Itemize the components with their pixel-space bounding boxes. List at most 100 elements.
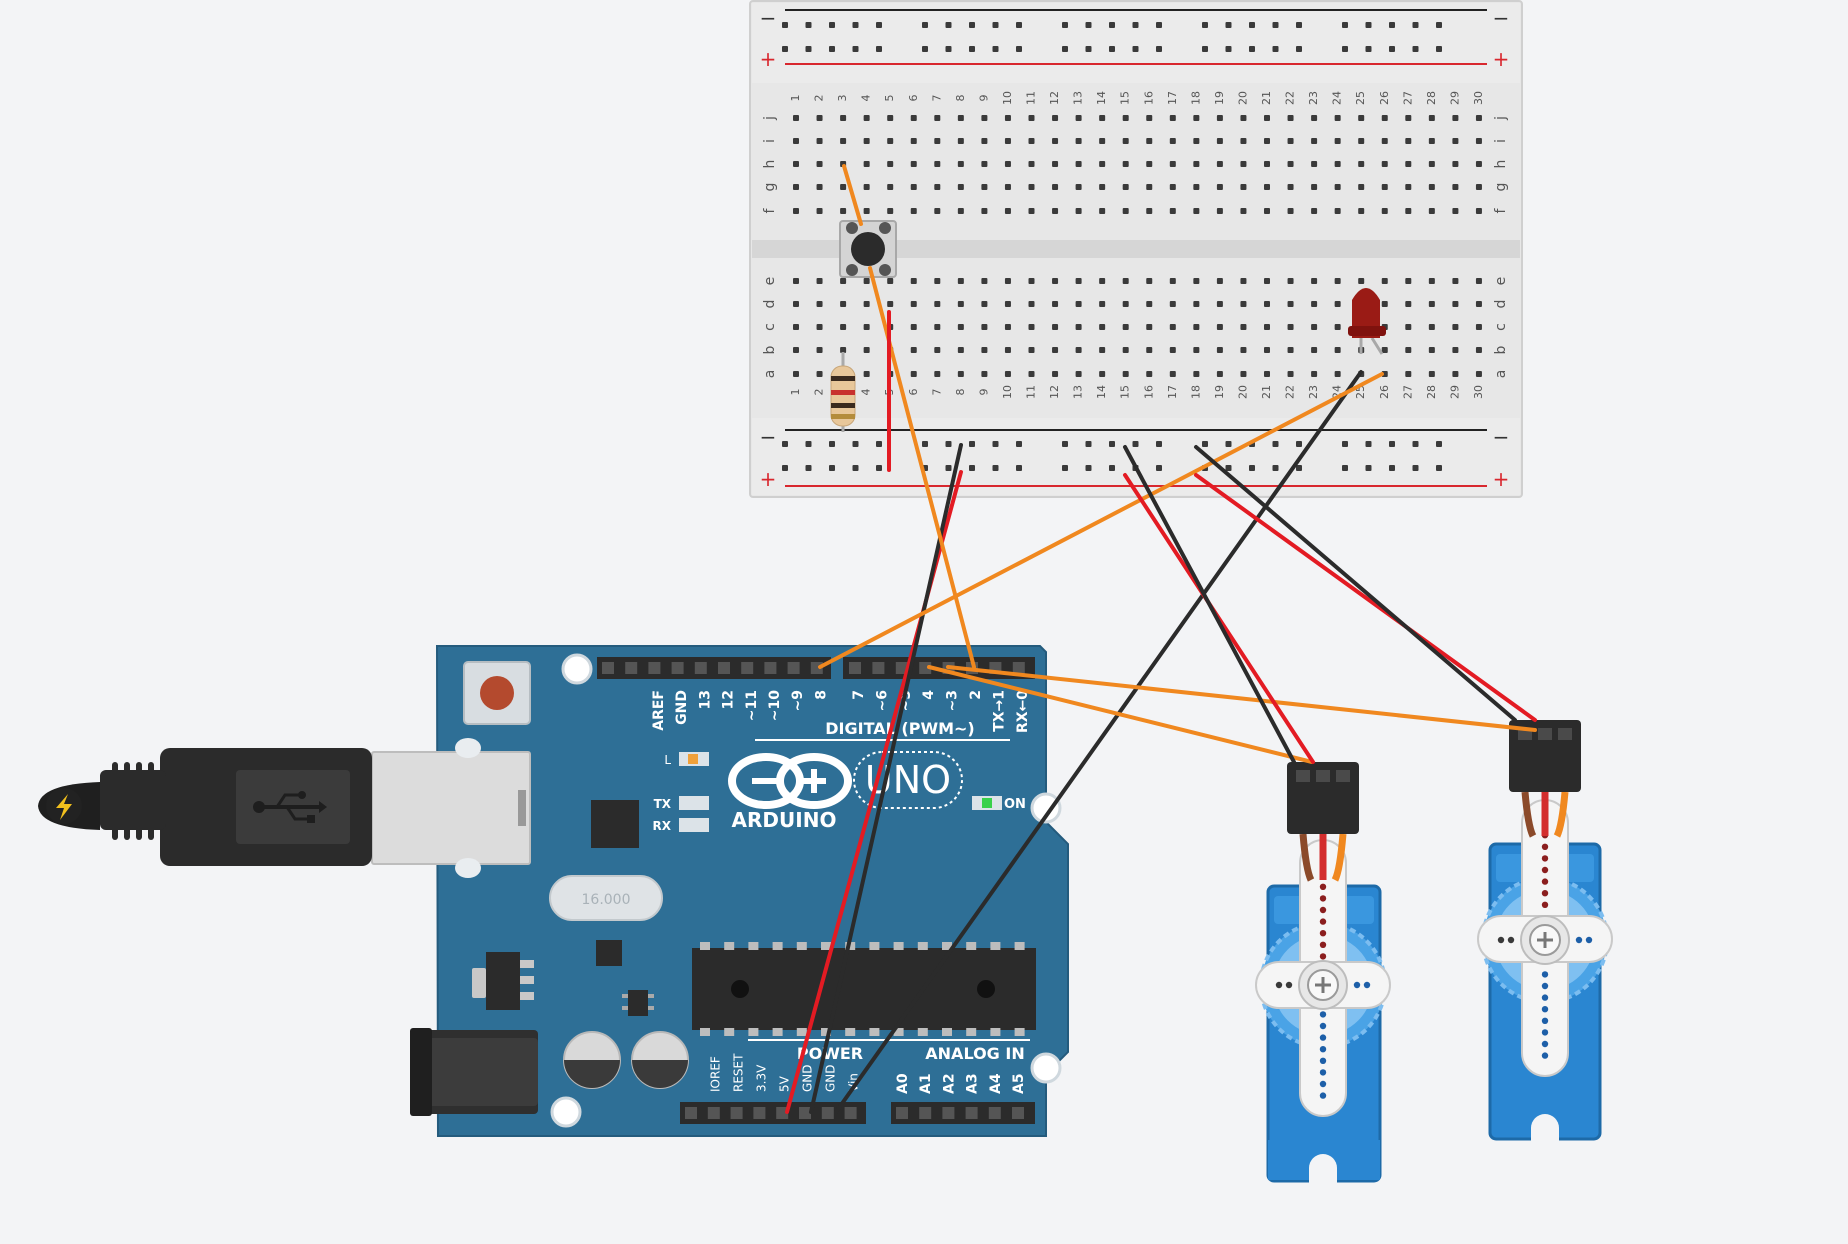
- digital-pin-label: ~3: [945, 690, 961, 711]
- wire-orange-servo2[interactable]: [946, 665, 1537, 732]
- column-label: 10: [1001, 91, 1014, 105]
- column-label: 6: [907, 95, 920, 102]
- dc-power-jack[interactable]: [410, 1028, 538, 1116]
- usb-cable-plug[interactable]: [38, 748, 372, 866]
- wire-orange-button-top[interactable]: [842, 164, 863, 226]
- usb-b-port[interactable]: [371, 738, 531, 878]
- breadboard[interactable]: − − + + − − + + 112233445566778899101011…: [749, 0, 1523, 498]
- red-led[interactable]: [1348, 288, 1386, 355]
- wire-black-servo1[interactable]: [1123, 445, 1296, 764]
- wire-red-servo2[interactable]: [1194, 473, 1537, 722]
- column-label: 17: [1166, 385, 1179, 399]
- wire-black-gnd[interactable]: [809, 443, 963, 1114]
- svg-text:RX: RX: [653, 819, 672, 833]
- row-label: g: [762, 183, 778, 192]
- digital-pin-label: 13: [697, 690, 713, 709]
- row-label: d: [1493, 300, 1509, 309]
- column-label: 9: [977, 95, 990, 102]
- analog-pin-label: A4: [988, 1073, 1004, 1094]
- wires[interactable]: [785, 164, 1537, 1114]
- column-label: 26: [1378, 385, 1391, 399]
- servo-motor-1[interactable]: [1255, 762, 1391, 1184]
- transistor: [622, 990, 654, 1016]
- rail-minus-sign: −: [760, 6, 777, 30]
- digital-header-label: DIGITAL (PWM~): [825, 719, 974, 738]
- power-pin-label: RESET: [732, 1053, 746, 1092]
- breadboard-labels: 1122334455667788991010111112121313141415…: [762, 91, 1509, 399]
- row-label: a: [762, 370, 778, 379]
- usb-icon: [253, 791, 327, 823]
- reset-button[interactable]: [463, 661, 531, 725]
- column-label: 1: [789, 95, 802, 102]
- column-label: 16: [1142, 385, 1155, 399]
- wire-orange-led[interactable]: [818, 372, 1384, 669]
- column-label: 18: [1189, 385, 1202, 399]
- column-label: 15: [1119, 385, 1132, 399]
- column-label: 23: [1307, 91, 1320, 105]
- row-label: j: [1493, 116, 1509, 121]
- analog-pin-label: A0: [895, 1073, 911, 1094]
- column-label: 28: [1425, 385, 1438, 399]
- column-label: 24: [1331, 91, 1344, 105]
- small-chip: [596, 940, 622, 966]
- column-label: 4: [860, 95, 873, 102]
- digital-pin-label: ~11: [744, 690, 760, 721]
- digital-pin-label: RX←0: [1015, 690, 1031, 733]
- column-label: 20: [1236, 91, 1249, 105]
- column-label: 19: [1213, 91, 1226, 105]
- column-label: 27: [1401, 385, 1414, 399]
- column-label: 11: [1025, 91, 1038, 105]
- led-l-indicator: L: [664, 752, 709, 767]
- column-label: 10: [1001, 385, 1014, 399]
- breadboard-holes[interactable]: [782, 22, 1482, 471]
- column-label: 6: [907, 389, 920, 396]
- row-label: b: [1493, 345, 1509, 354]
- power-pin-label: 5V: [778, 1075, 792, 1092]
- power-header[interactable]: [680, 1102, 866, 1124]
- column-label: 26: [1378, 91, 1391, 105]
- column-label: 30: [1472, 91, 1485, 105]
- column-label: 5: [883, 95, 896, 102]
- analog-pin-label: A5: [1011, 1073, 1027, 1094]
- power-on-led: ON: [972, 796, 1026, 812]
- analog-pin-label: A1: [918, 1073, 934, 1094]
- column-label: 30: [1472, 385, 1485, 399]
- column-label: 9: [977, 389, 990, 396]
- lightning-icon: [46, 788, 82, 824]
- wire-orange-servo1[interactable]: [927, 665, 1314, 764]
- mounting-hole: [561, 653, 593, 685]
- wire-black-led-gnd[interactable]: [834, 370, 1363, 1114]
- analog-pin-label: A3: [965, 1073, 981, 1094]
- power-pin-label: 3.3V: [755, 1064, 769, 1092]
- digital-pin-label: 7: [851, 690, 867, 700]
- atmega-microcontroller: [692, 942, 1036, 1036]
- mounting-hole: [550, 1096, 582, 1128]
- column-label: 22: [1284, 385, 1297, 399]
- row-label: a: [1493, 370, 1509, 379]
- wire-black-servo2[interactable]: [1194, 445, 1517, 722]
- pushbutton[interactable]: [839, 220, 897, 278]
- servo-motor-2[interactable]: [1477, 720, 1613, 1144]
- crystal-oscillator: 16.000: [549, 875, 663, 921]
- column-label: 12: [1048, 385, 1061, 399]
- arduino-logo: ARDUINO: [728, 753, 852, 832]
- crystal-label: 16.000: [582, 892, 631, 908]
- digital-pin-label: 2: [968, 690, 984, 700]
- arduino-uno-board[interactable]: 16.000 ARDUINO UNO L TX: [38, 645, 1069, 1137]
- column-label: 28: [1425, 91, 1438, 105]
- row-label: f: [762, 207, 778, 213]
- mounting-hole: [1030, 792, 1062, 824]
- arduino-logo-text: ARDUINO: [732, 808, 837, 832]
- column-label: 7: [930, 389, 943, 396]
- resistor[interactable]: [830, 352, 856, 432]
- mounting-hole: [1030, 1052, 1062, 1084]
- digital-pin-label: TX→1: [991, 690, 1007, 732]
- svg-text:L: L: [664, 753, 671, 767]
- column-label: 18: [1189, 91, 1202, 105]
- column-label: 7: [930, 95, 943, 102]
- capacitor: [563, 1031, 621, 1089]
- column-label: 21: [1260, 91, 1273, 105]
- row-label: e: [1493, 277, 1509, 286]
- rail-minus-sign: −: [1493, 425, 1510, 449]
